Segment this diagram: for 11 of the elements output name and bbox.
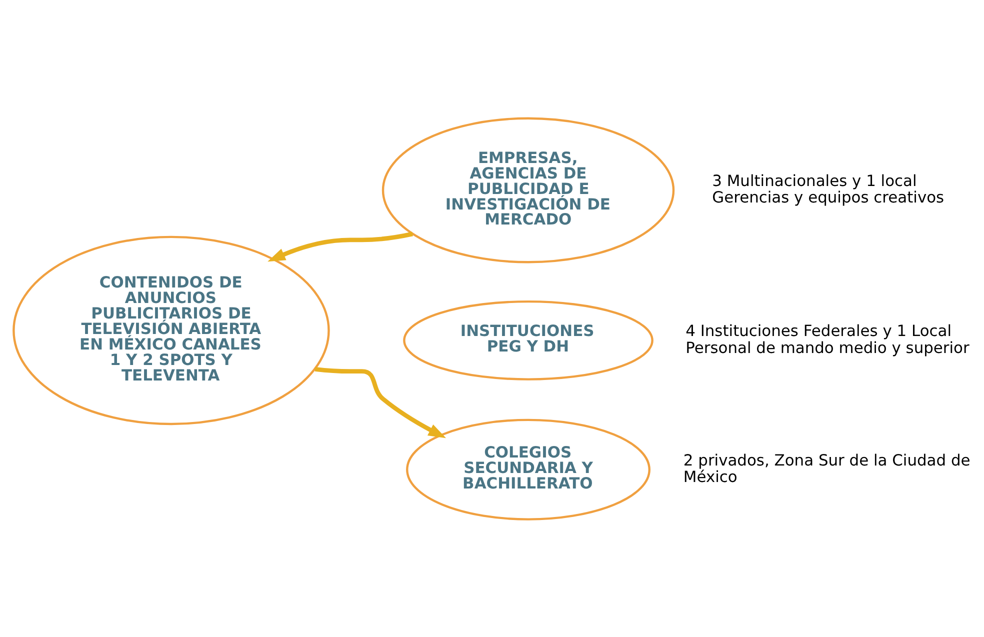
node-label: 3 Multinacionales y 1 local (712, 172, 917, 190)
node-ellipse: CONTENIDOS DE ANUNCIOS PUBLICITARIOS DE TELEVISIÓN ABIERTA EN MÉXICO CANALES 1 Y 2 SPOTS Y TELEVENTA (12, 235, 330, 425)
node-label: 2 privados, Zona Sur de la Ciudad de México (683, 450, 970, 486)
node-ellipse: COLEGIOS SECUNDARIA Y BACHILLERATO (406, 418, 650, 520)
node-ellipse: INSTITUCIONES PEG Y DH (403, 300, 654, 380)
node-label: 4 Instituciones Federales y 1 Local (686, 322, 952, 340)
arrow (314, 366, 446, 438)
node-ellipse: EMPRESAS, AGENCIAS DE PUBLICIDAD E INVESTIGACIÓN DE MERCADO (382, 116, 675, 263)
arrow (268, 231, 413, 262)
node-label: Personal de mando medio y superior (686, 338, 970, 356)
node-label: Gerencias y equipos creativos (712, 188, 944, 206)
